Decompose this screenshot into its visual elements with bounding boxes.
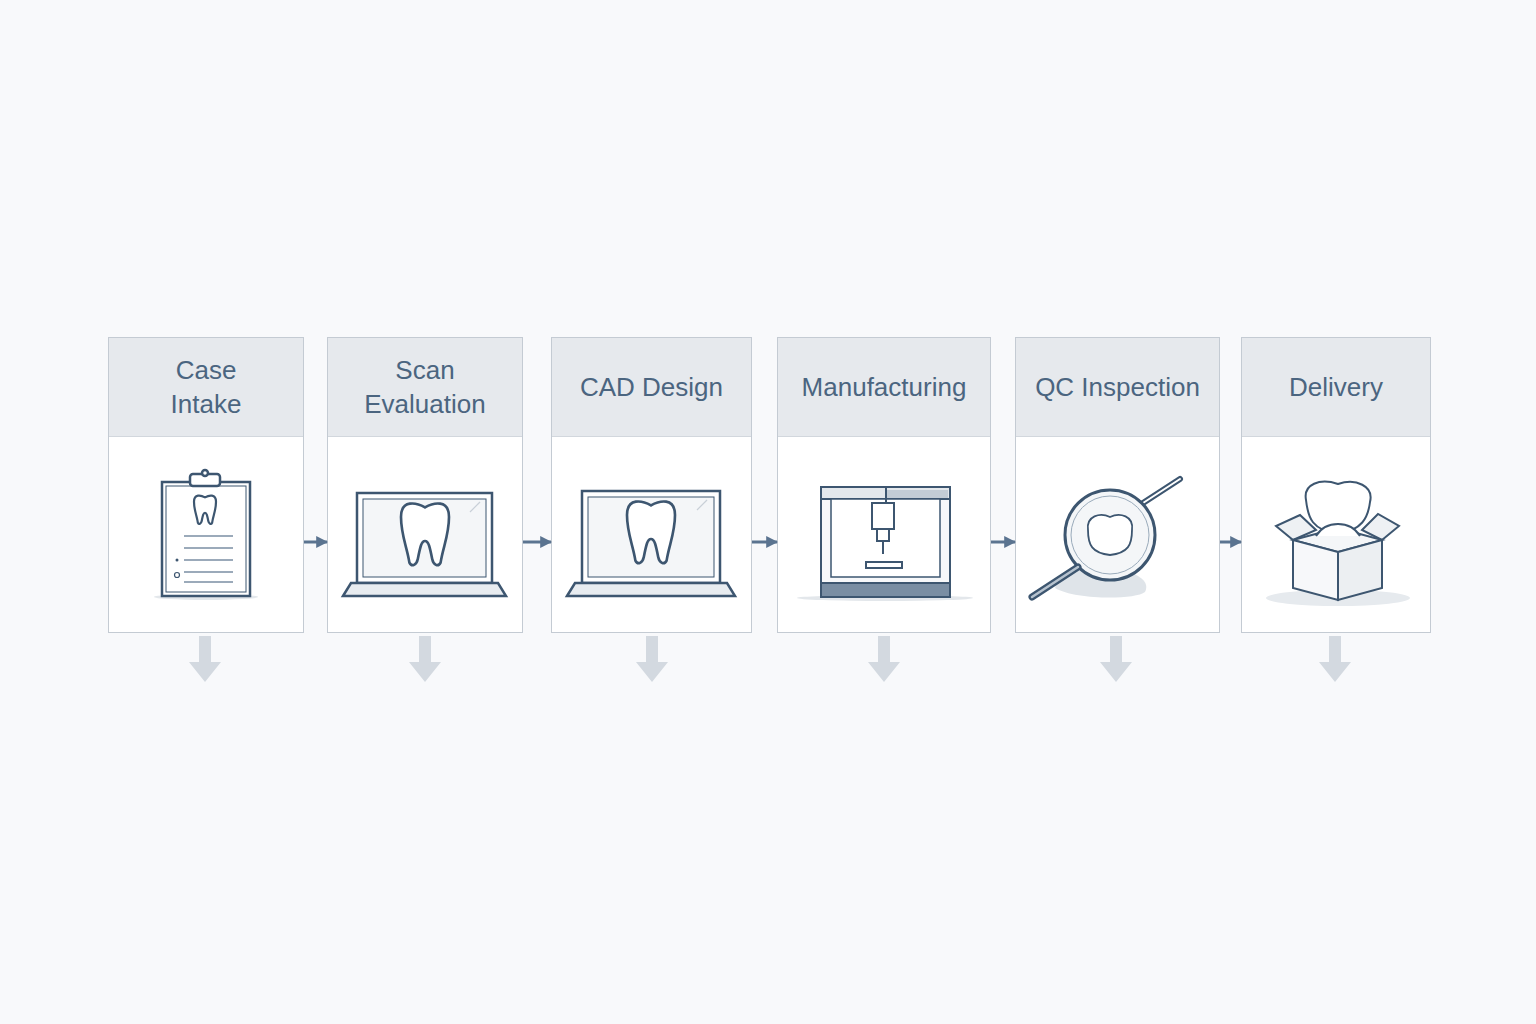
milling-machine-icon <box>797 487 973 601</box>
flow-arrow <box>1220 541 1241 544</box>
laptop-icon <box>343 493 506 596</box>
step-title: Case Intake <box>146 353 266 421</box>
flow-arrow <box>523 541 551 544</box>
box-header: Manufacturing <box>778 338 990 437</box>
process-box: Delivery <box>1241 337 1431 633</box>
process-box: Scan Evaluation <box>327 337 523 633</box>
down-arrows <box>189 636 1351 682</box>
step-title: Manufacturing <box>802 370 967 404</box>
box-header: CAD Design <box>552 338 751 437</box>
clipboard-icon <box>154 470 258 600</box>
step-title: CAD Design <box>580 370 723 404</box>
box-header: Scan Evaluation <box>328 338 522 437</box>
process-box: QC Inspection <box>1015 337 1220 633</box>
step-title: QC Inspection <box>1035 370 1200 404</box>
flow-arrow <box>304 541 327 544</box>
step-title: Delivery <box>1289 370 1383 404</box>
box-header: Delivery <box>1242 338 1430 437</box>
process-box: Manufacturing <box>777 337 991 633</box>
flow-arrow <box>752 541 777 544</box>
delivery-box-icon <box>1266 482 1410 606</box>
box-header: QC Inspection <box>1016 338 1219 437</box>
laptop-icon <box>567 491 735 596</box>
box-header: Case Intake <box>109 338 303 437</box>
process-box: CAD Design <box>551 337 752 633</box>
flow-arrow <box>991 541 1015 544</box>
step-title: Scan Evaluation <box>350 353 500 421</box>
magnifier-icon <box>1032 479 1180 598</box>
process-box: Case Intake <box>108 337 304 633</box>
